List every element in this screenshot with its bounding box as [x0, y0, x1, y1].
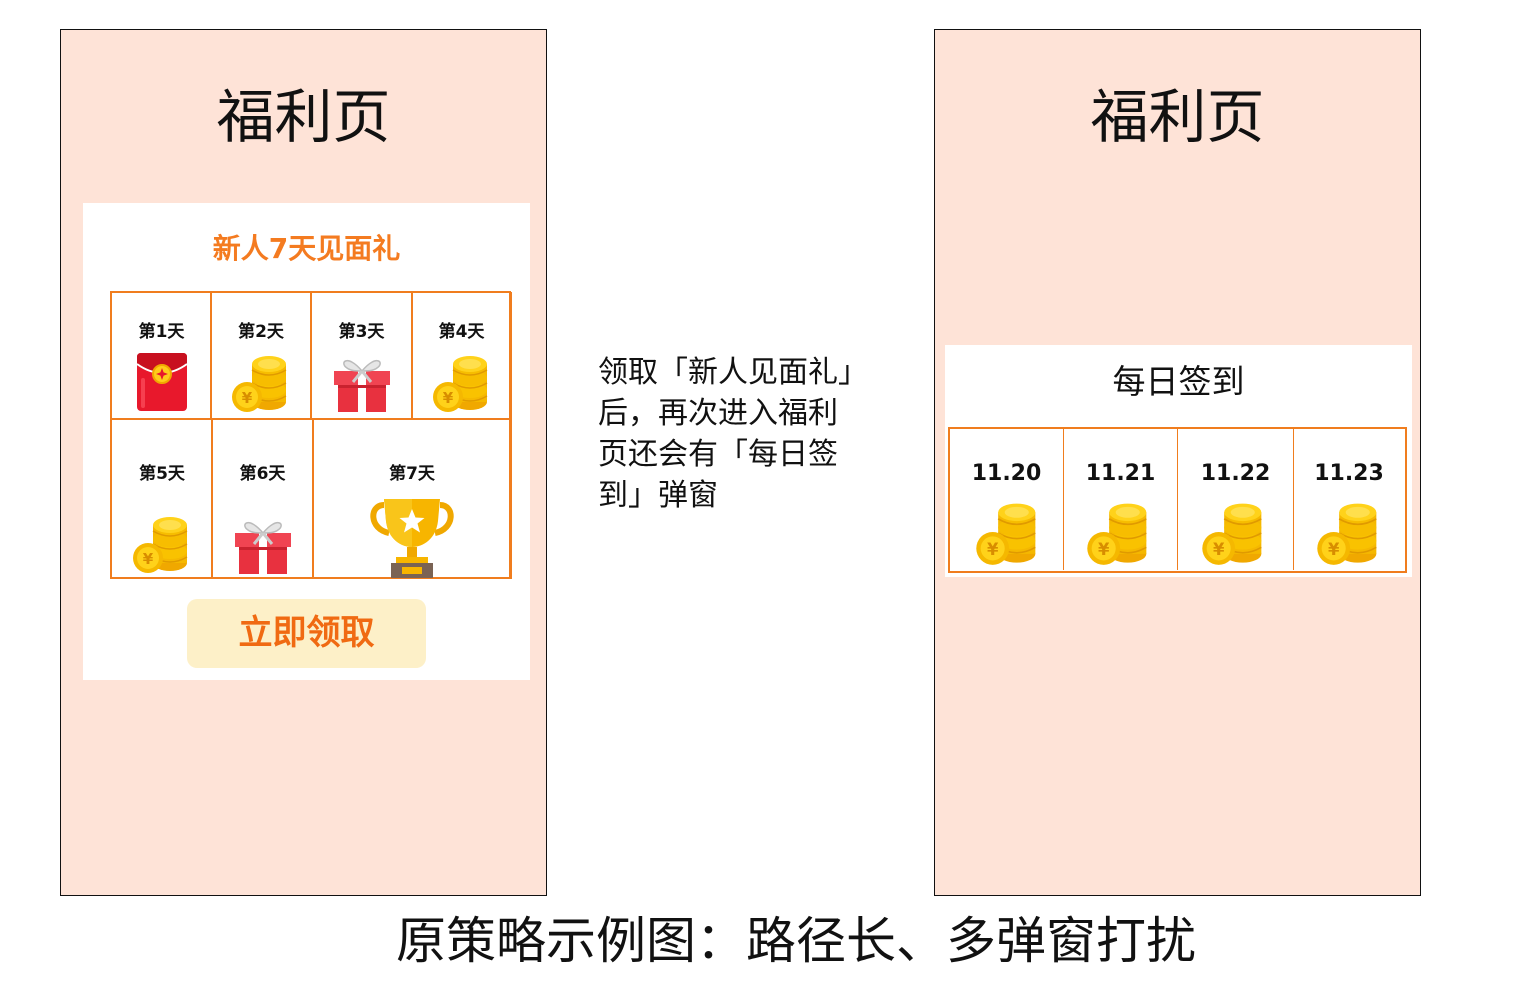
checkin-date: 11.21: [1085, 461, 1156, 486]
day-cell-2[interactable]: 第2天: [210, 292, 312, 420]
trophy-icon: [367, 495, 457, 579]
checkin-date: 11.22: [1200, 461, 1271, 486]
right-page-title: 福利页: [1090, 83, 1265, 151]
checkin-cell-2[interactable]: 11.21: [1064, 429, 1178, 570]
checkin-date-row: 11.20 11.21 11.22 11.23: [948, 427, 1407, 573]
flow-note: 领取「新人见面礼」 后，再次进入福利 页还会有「每日签 到」弹窗: [598, 352, 898, 516]
day-cell-7[interactable]: 第7天: [312, 418, 512, 579]
red-envelope-icon: [136, 352, 188, 412]
checkin-cell-4[interactable]: 11.23: [1294, 429, 1404, 570]
checkin-cell-3[interactable]: 11.22: [1178, 429, 1294, 570]
coins-icon: [132, 511, 192, 575]
day-label: 第3天: [338, 322, 385, 342]
day-cell-4[interactable]: 第4天: [411, 292, 512, 420]
coins-icon: [1086, 497, 1152, 567]
coins-icon: [975, 497, 1041, 567]
day-label: 第7天: [389, 464, 435, 484]
day-cell-3[interactable]: 第3天: [310, 292, 413, 420]
note-line: 领取「新人见面礼」: [598, 355, 868, 390]
note-line: 到」弹窗: [598, 478, 718, 513]
gift-box-icon: [230, 513, 296, 575]
coins-icon: [231, 350, 291, 414]
coins-icon: [1201, 497, 1267, 567]
day-cell-5[interactable]: 第5天: [111, 418, 213, 579]
claim-now-button[interactable]: 立即领取: [187, 599, 426, 668]
day-label: 第6天: [239, 464, 286, 484]
gift-box-icon: [329, 351, 395, 413]
day-label: 第1天: [138, 322, 185, 342]
caption-text: 原策略示例图：路径长、多弹窗打扰: [396, 912, 1196, 970]
checkin-date: 11.20: [971, 461, 1042, 486]
checkin-cell-1[interactable]: 11.20: [950, 429, 1064, 570]
note-line: 页还会有「每日签: [598, 437, 838, 472]
daily-popup-title: 每日签到: [1112, 362, 1245, 401]
daily-checkin-popup: 每日签到 11.20 11.21 11.22 11.23: [945, 345, 1412, 577]
popup-title: 新人7天见面礼: [212, 232, 401, 265]
coins-icon: [1316, 497, 1382, 567]
note-line: 后，再次进入福利: [598, 396, 838, 431]
checkin-date: 11.23: [1314, 461, 1384, 486]
coins-icon: [432, 350, 492, 414]
left-page-title: 福利页: [216, 83, 391, 151]
day-cell-6[interactable]: 第6天: [211, 418, 314, 579]
newcomer-gift-popup: 新人7天见面礼 第1天 第2天 第3天 第4天 第5天: [83, 203, 530, 680]
day-label: 第5天: [139, 464, 185, 484]
day-cell-1[interactable]: 第1天: [111, 292, 212, 420]
right-phone-frame: 福利页 每日签到 11.20 11.21 11.22 11.23: [934, 29, 1421, 896]
left-phone-frame: 福利页 新人7天见面礼 第1天 第2天 第3天 第4天 第5天: [60, 29, 547, 896]
day-label: 第2天: [238, 322, 284, 342]
day-label: 第4天: [438, 322, 485, 342]
figure-caption: 原策略示例图：路径长、多弹窗打扰: [0, 901, 1524, 973]
seven-day-grid: 第1天 第2天 第3天 第4天 第5天 第6天: [110, 291, 512, 579]
